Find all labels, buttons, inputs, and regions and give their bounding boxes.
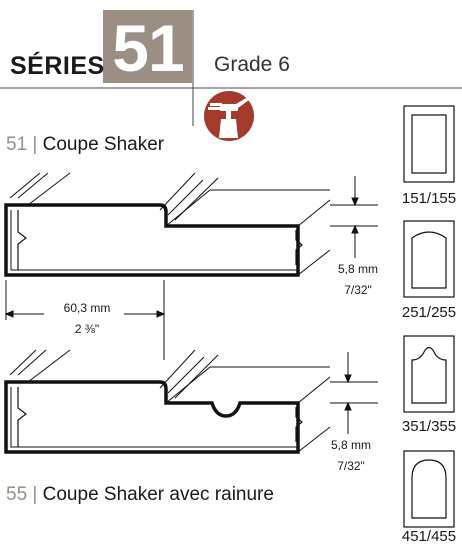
depth-dimension-in-2: 7/32": [337, 459, 365, 473]
section-title-51: 51 | Coupe Shaker: [6, 134, 164, 156]
series-label: SÉRIES: [10, 52, 105, 80]
door-style-label: 451/455: [401, 528, 457, 545]
section-separator: |: [32, 134, 38, 155]
door-thumbnail-cathedral: [403, 220, 455, 298]
section-title-55: 55 | Coupe Shaker avec rainure: [6, 484, 274, 506]
width-dimension-mm: 60,3 mm: [63, 301, 111, 315]
profile-55-drawing: [4, 349, 378, 454]
grade-label: Grade 6: [214, 53, 290, 76]
section-name: Coupe Shaker: [42, 134, 165, 155]
profile-51-drawing: [4, 172, 378, 360]
series-number-box: [103, 10, 192, 83]
door-style-label: 251/255: [401, 304, 457, 321]
section-name: Coupe Shaker avec rainure: [42, 484, 274, 505]
depth-dimension-mm-1: 5,8 mm: [337, 262, 378, 276]
door-thumbnail-arch: [403, 450, 455, 528]
section-number: 55: [6, 484, 28, 505]
width-dimension-in: 2 ⅜": [74, 322, 100, 336]
door-thumbnail-square: [403, 105, 455, 183]
depth-dimension-in-1: 7/32": [344, 283, 372, 297]
section-separator: |: [32, 484, 38, 505]
door-style-label: 351/355: [401, 418, 457, 435]
section-number: 51: [6, 134, 28, 155]
door-style-label: 151/155: [401, 190, 457, 207]
series-number: 51: [112, 11, 184, 85]
spray-gun-icon: [204, 91, 254, 141]
depth-dimension-mm-2: 5,8 mm: [330, 438, 371, 452]
door-thumbnail-ogee: [403, 335, 455, 413]
